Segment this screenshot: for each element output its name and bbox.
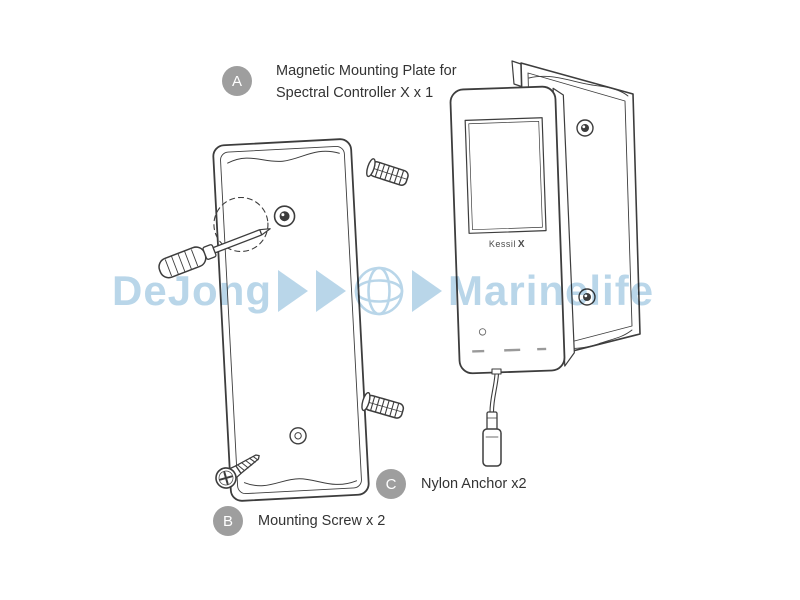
magnetic-mounting-plate — [212, 138, 370, 502]
alignment-dashed-circle — [213, 196, 269, 253]
callout-text-a: Magnetic Mounting Plate for Spectral Con… — [276, 60, 457, 104]
touch-control-dot — [478, 328, 487, 336]
callout-badge-a: A — [222, 66, 252, 96]
plate-screw-hole-bottom — [289, 427, 307, 445]
callout-badge-c: C — [376, 469, 406, 499]
screwdriver-icon — [158, 228, 271, 279]
controller-screen — [464, 117, 547, 234]
nylon-anchor-top — [366, 158, 409, 186]
spectral-controller — [449, 85, 575, 375]
usb-cable — [482, 368, 502, 467]
callout-a-line2: Spectral Controller X x 1 — [276, 85, 434, 101]
brand-text: Kessil — [488, 239, 516, 249]
plate-screw-hole-top — [273, 205, 296, 227]
callout-text-b: Mounting Screw x 2 — [258, 513, 386, 529]
mounting-screw — [215, 454, 260, 489]
touch-controls — [472, 347, 547, 353]
callout-a-line1: Magnetic Mounting Plate for — [276, 63, 457, 79]
model-text: X — [517, 239, 526, 250]
nylon-anchor-bottom — [361, 391, 405, 419]
callout-text-c: Nylon Anchor x2 — [421, 476, 527, 492]
callout-badge-b: B — [213, 506, 243, 536]
usb-plug-neck — [486, 411, 498, 432]
usb-plug-body — [482, 428, 502, 467]
